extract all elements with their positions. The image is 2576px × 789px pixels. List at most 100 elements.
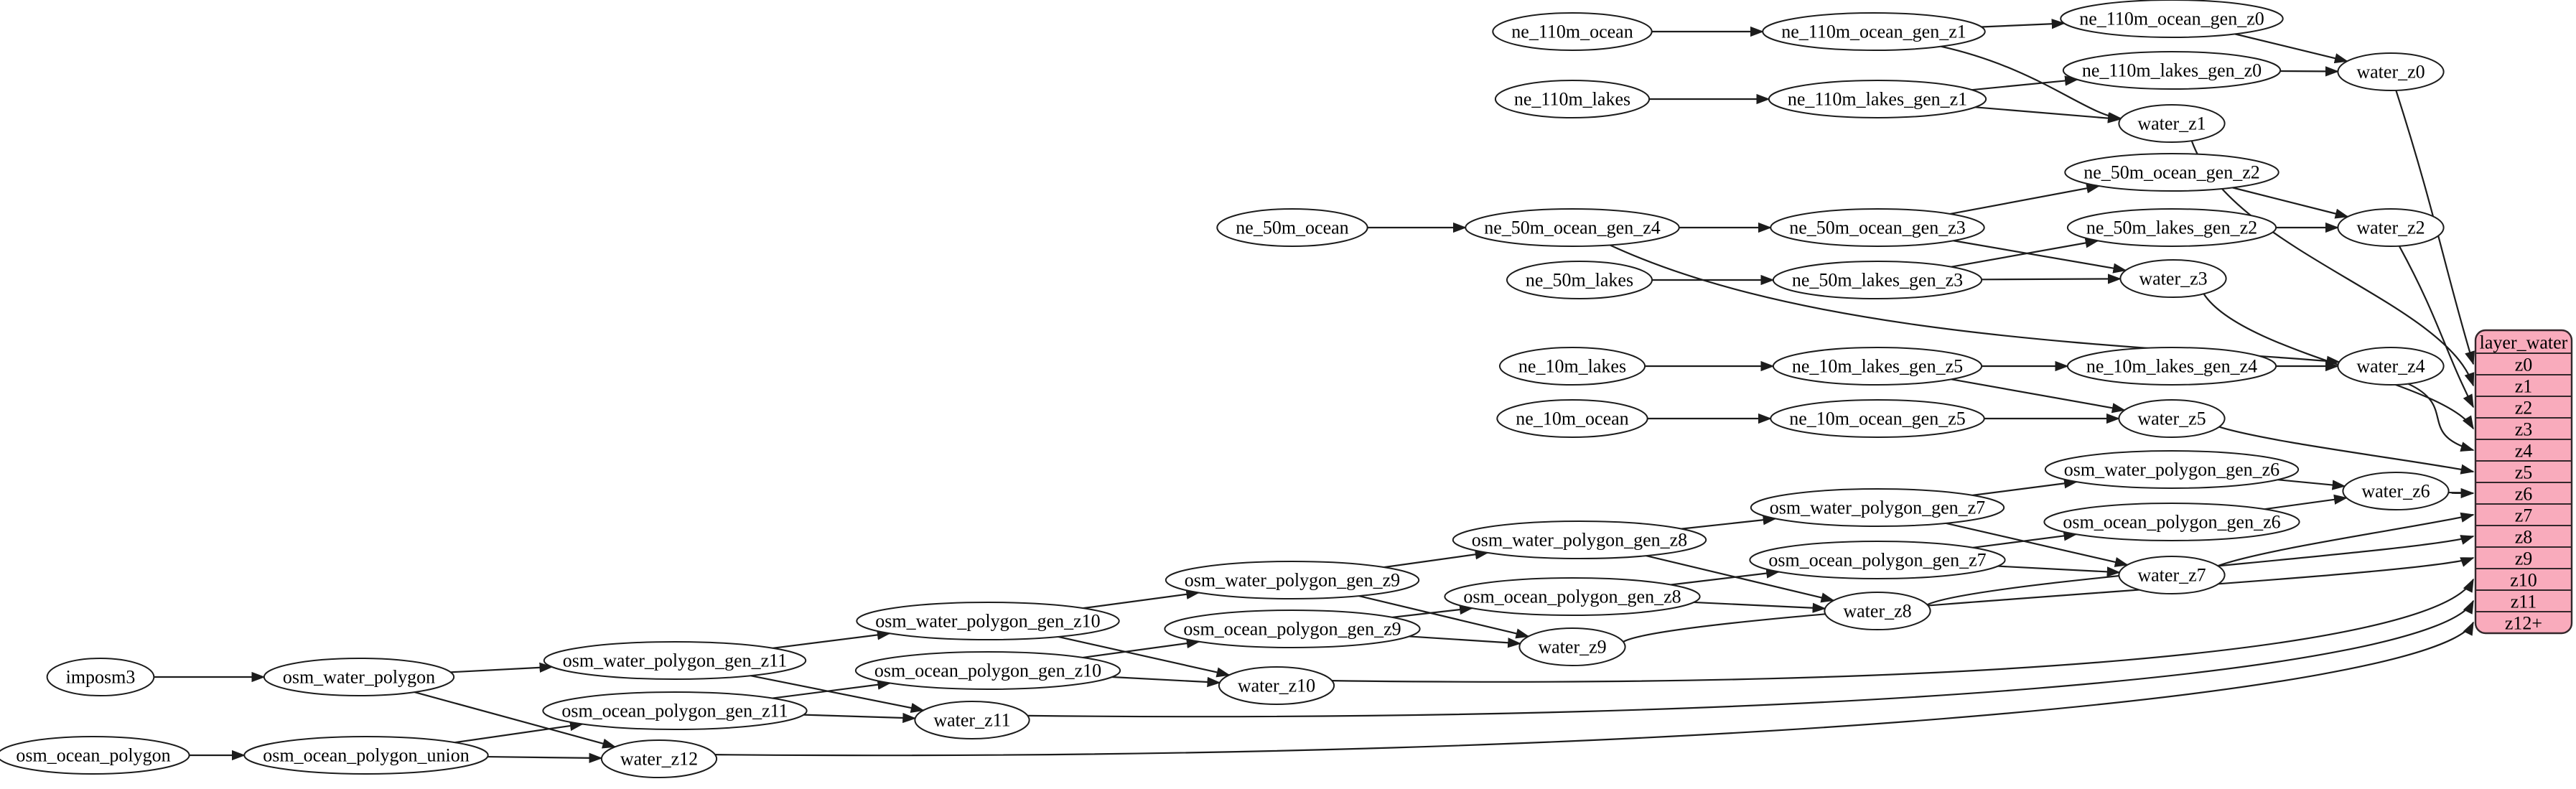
osm_water_polygon_gen_z11-label: osm_water_polygon_gen_z11	[563, 650, 787, 671]
edge-osm_ocean_polygon_gen_z8-to-osm_ocean_polygon_gen_z7	[1671, 568, 1781, 586]
ne_50m_lakes_gen_z2-ellipse	[2066, 208, 2277, 247]
edge-water_z10-to-layer_water-z10	[1332, 578, 2474, 683]
node-water_z0: water_z0	[2337, 52, 2445, 91]
edge-water_z4-to-layer_water-z4	[2407, 383, 2475, 452]
node-ne_110m_lakes: ne_110m_lakes	[1494, 80, 1651, 118]
ne_110m_ocean_gen_z0-ellipse	[2060, 0, 2284, 38]
ne_50m_ocean_gen_z2-label: ne_50m_ocean_gen_z2	[2083, 162, 2259, 183]
osm_ocean_polygon_gen_z11-label: osm_ocean_polygon_gen_z11	[561, 701, 788, 722]
edge-osm_water_polygon_gen_z6-to-water_z6	[2277, 479, 2346, 490]
ne_110m_lakes_gen_z0-label: ne_110m_lakes_gen_z0	[2082, 60, 2262, 81]
ne_50m_lakes_gen_z2-label: ne_50m_lakes_gen_z2	[2086, 218, 2257, 238]
osm_water_polygon_gen_z8-label: osm_water_polygon_gen_z8	[1472, 530, 1687, 551]
edge-ne_110m_ocean_gen_z1-to-ne_110m_ocean_gen_z0	[1981, 19, 2066, 29]
water_z2-ellipse	[2337, 208, 2445, 247]
node-water_z12: water_z12	[600, 739, 718, 778]
osm_water_polygon_gen_z11-ellipse	[543, 641, 807, 680]
ne_110m_ocean-label: ne_110m_ocean	[1511, 22, 1633, 42]
node-osm_ocean_polygon_gen_z6: osm_ocean_polygon_gen_z6	[2043, 503, 2300, 541]
ne_10m_ocean-label: ne_10m_ocean	[1516, 408, 1628, 429]
node-ne_50m_lakes_gen_z2: ne_50m_lakes_gen_z2	[2066, 208, 2277, 247]
record-row-z9: z9	[2515, 548, 2533, 569]
edge-osm_water_polygon_gen_z9-to-osm_water_polygon_gen_z8	[1383, 549, 1489, 569]
osm_water_polygon_gen_z6-ellipse	[2044, 450, 2300, 489]
record-row-z2: z2	[2515, 398, 2533, 419]
osm_ocean_polygon_gen_z10-label: osm_ocean_polygon_gen_z10	[874, 660, 1101, 681]
ne_50m_ocean_gen_z3-label: ne_50m_ocean_gen_z3	[1789, 218, 1965, 238]
edge-water_z2-to-layer_water-z2	[2398, 246, 2474, 408]
ne_110m_lakes-label: ne_110m_lakes	[1514, 89, 1630, 110]
water_z10-ellipse	[1218, 666, 1335, 705]
edge-water_z11-to-layer_water-z11	[1027, 599, 2474, 718]
node-ne_50m_ocean_gen_z2: ne_50m_ocean_gen_z2	[2064, 153, 2279, 192]
water_z6-label: water_z6	[2361, 481, 2430, 502]
edge-osm_water_polygon_gen_z10-to-water_z10	[1058, 635, 1231, 678]
edge-osm_ocean_polygon_gen_z10-to-osm_ocean_polygon_gen_z9	[1083, 638, 1200, 658]
record-layer: layer_waterz0z1z2z3z4z5z6z7z8z9z10z11z12…	[2474, 329, 2573, 635]
ne_50m_ocean-label: ne_50m_ocean	[1236, 218, 1348, 238]
node-ne_10m_ocean: ne_10m_ocean	[1496, 399, 1648, 438]
node-osm_water_polygon_gen_z7: osm_water_polygon_gen_z7	[1750, 488, 2005, 527]
record-row-z6: z6	[2515, 484, 2533, 505]
osm_ocean_polygon_gen_z8-label: osm_ocean_polygon_gen_z8	[1463, 587, 1681, 607]
node-water_z11: water_z11	[914, 701, 1030, 739]
edge-osm_ocean_polygon_gen_z10-to-water_z10	[1111, 676, 1221, 688]
edge-osm_ocean_polygon_gen_z9-to-osm_ocean_polygon_gen_z8	[1392, 604, 1474, 618]
water_z0-ellipse	[2337, 52, 2445, 91]
node-osm_ocean_polygon_gen_z8: osm_ocean_polygon_gen_z8	[1444, 577, 1701, 616]
edge-osm_water_polygon_gen_z11-to-water_z11	[750, 675, 925, 713]
ne_10m_lakes-ellipse	[1498, 347, 1646, 386]
edge-osm_water_polygon_gen_z7-to-osm_water_polygon_gen_z6	[1972, 478, 2078, 496]
water_z2-label: water_z2	[2356, 218, 2425, 238]
edge-osm_ocean_polygon_gen_z9-to-water_z9	[1409, 635, 1522, 648]
osm_water_polygon_gen_z9-label: osm_water_polygon_gen_z9	[1185, 570, 1400, 591]
ne_10m_lakes_gen_z5-label: ne_10m_lakes_gen_z5	[1792, 356, 1963, 377]
edge-osm_water_polygon-to-osm_water_polygon_gen_z11	[450, 662, 554, 673]
osm_ocean_polygon_gen_z9-ellipse	[1164, 610, 1421, 648]
edge-osm_ocean_polygon_gen_z11-to-water_z11	[803, 712, 917, 724]
water_z5-ellipse	[2118, 399, 2226, 438]
edge-ne_50m_ocean_gen_z3-to-water_z3	[1953, 240, 2127, 274]
osm_water_polygon_gen_z6-label: osm_water_polygon_gen_z6	[2064, 459, 2279, 480]
osm_water_polygon-label: osm_water_polygon	[283, 667, 435, 688]
water_z1-label: water_z1	[2137, 113, 2206, 134]
ne_110m_ocean_gen_z1-label: ne_110m_ocean_gen_z1	[1781, 22, 1966, 42]
node-ne_110m_ocean_gen_z0: ne_110m_ocean_gen_z0	[2060, 0, 2284, 38]
record-layer_water: layer_waterz0z1z2z3z4z5z6z7z8z9z10z11z12…	[2474, 329, 2573, 635]
record-row-z1: z1	[2515, 376, 2533, 397]
edge-ne_50m_ocean_gen_z2-to-water_z2	[2232, 187, 2349, 219]
edge-osm_water_polygon_gen_z8-to-osm_water_polygon_gen_z7	[1681, 515, 1777, 530]
edge-osm_water_polygon_gen_z11-to-osm_water_polygon_gen_z10	[773, 630, 891, 649]
osm_water_polygon_gen_z7-ellipse	[1750, 488, 2005, 527]
water_z7-ellipse	[2118, 556, 2226, 594]
node-water_z5: water_z5	[2118, 399, 2226, 438]
ne_110m_lakes_gen_z0-ellipse	[2062, 51, 2282, 90]
water_z6-ellipse	[2342, 472, 2450, 510]
node-osm_ocean_polygon_gen_z9: osm_ocean_polygon_gen_z9	[1164, 610, 1421, 648]
edge-osm_water_polygon_gen_z10-to-osm_water_polygon_gen_z9	[1083, 589, 1200, 610]
node-osm_ocean_polygon_gen_z11: osm_ocean_polygon_gen_z11	[542, 691, 808, 730]
edge-osm_water_polygon_gen_z9-to-water_z9	[1358, 595, 1530, 639]
ne_50m_lakes_gen_z3-ellipse	[1772, 261, 1983, 299]
node-water_z10: water_z10	[1218, 666, 1335, 705]
osm_ocean_polygon_gen_z10-ellipse	[854, 651, 1121, 690]
node-osm_water_polygon_gen_z9: osm_water_polygon_gen_z9	[1165, 561, 1420, 599]
ne_50m_ocean_gen_z4-ellipse	[1465, 208, 1680, 247]
water_z0-label: water_z0	[2356, 62, 2425, 83]
osm_ocean_polygon-ellipse	[0, 736, 190, 775]
ne_10m_lakes_gen_z4-ellipse	[2066, 347, 2277, 386]
record-row-z12+: z12+	[2505, 613, 2542, 634]
edge-ne_50m_lakes_gen_z3-to-ne_50m_lakes_gen_z2	[1951, 238, 2099, 268]
ne_110m_lakes_gen_z1-ellipse	[1768, 80, 1987, 118]
edge-osm_ocean_polygon_gen_z7-to-osm_ocean_polygon_gen_z6	[1972, 531, 2078, 548]
edge-osm_ocean_polygon_union-to-osm_ocean_polygon_gen_z11	[454, 720, 584, 744]
node-ne_110m_ocean_gen_z1: ne_110m_ocean_gen_z1	[1762, 12, 1986, 51]
water_z8-label: water_z8	[1843, 601, 1911, 622]
osm_ocean_polygon_gen_z8-ellipse	[1444, 577, 1701, 616]
osm_ocean_polygon_gen_z6-ellipse	[2043, 503, 2300, 541]
water_z9-label: water_z9	[1538, 637, 1606, 658]
ne_10m_ocean_gen_z5-ellipse	[1770, 399, 1985, 438]
water_z4-ellipse	[2337, 347, 2445, 386]
